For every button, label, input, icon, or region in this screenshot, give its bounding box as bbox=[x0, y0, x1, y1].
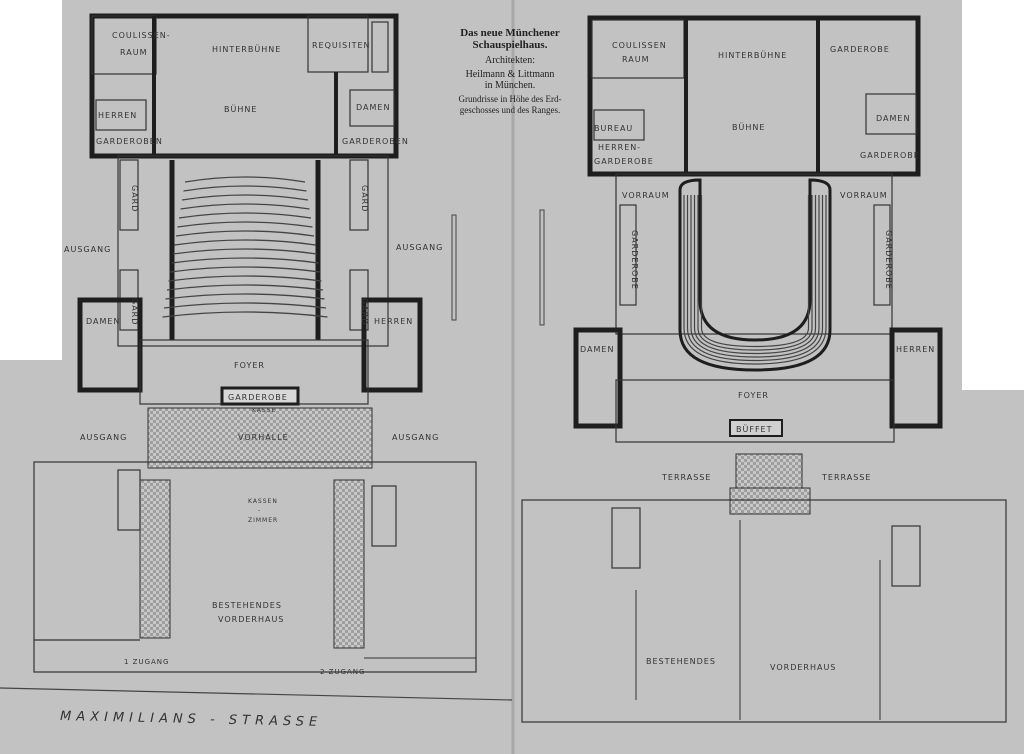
label-bureau: BUREAU bbox=[594, 124, 633, 133]
label-kasse: KASSE bbox=[252, 407, 276, 414]
seat-row bbox=[162, 311, 328, 318]
seating-rows bbox=[162, 176, 328, 318]
seat-row bbox=[174, 239, 316, 246]
label-garderobe: GARDEROBE bbox=[228, 393, 288, 402]
label-vorderhaus: VORDERHAUS bbox=[770, 663, 836, 672]
label-zugang-1: 1 ZUGANG bbox=[124, 658, 169, 666]
seat-row bbox=[178, 212, 312, 219]
label-dash: - bbox=[258, 507, 261, 514]
seat-row bbox=[169, 266, 321, 273]
label-garderobe-left: GARDEROBE bbox=[594, 157, 654, 166]
label-garderoben-left: GARDEROBEN bbox=[96, 137, 163, 146]
label-ausgang: AUSGANG bbox=[80, 433, 127, 442]
balcony-row bbox=[700, 195, 810, 348]
label-ausgang: AUSGANG bbox=[64, 245, 111, 254]
balcony-seating bbox=[683, 195, 827, 365]
existing-front-house bbox=[33, 461, 477, 673]
label-kassen: KASSEN bbox=[248, 498, 278, 505]
seat-row bbox=[172, 248, 318, 255]
caption-architects: Heilmann & Littmann bbox=[466, 69, 555, 80]
caption-desc-1: Grundrisse in Höhe des Erd- bbox=[459, 94, 562, 104]
label-coulissen: COULISSEN bbox=[612, 41, 667, 50]
balcony-row bbox=[693, 195, 817, 355]
seat-row bbox=[163, 302, 327, 309]
label-vorhalle: VORHALLE bbox=[238, 433, 289, 442]
label-damen-top: DAMEN bbox=[356, 103, 390, 112]
label-ausgang: AUSGANG bbox=[392, 433, 439, 442]
seat-row bbox=[171, 257, 319, 264]
label-terrasse: TERRASSE bbox=[821, 473, 871, 482]
label-vorraum: VORRAUM bbox=[840, 191, 888, 200]
seat-row bbox=[180, 203, 310, 210]
label-vorderhaus: VORDERHAUS bbox=[218, 615, 284, 624]
label-herren-side: HERREN bbox=[374, 317, 413, 326]
label-foyer: FOYER bbox=[738, 391, 769, 400]
seat-row bbox=[166, 284, 324, 291]
label-bestehendes: BESTEHENDES bbox=[212, 601, 282, 610]
label-gard: GARD bbox=[360, 298, 369, 325]
label-raum: RAUM bbox=[622, 55, 649, 64]
label-requisiten: REQUISITEN bbox=[312, 41, 371, 50]
caption-title-1: Das neue Münchener bbox=[460, 27, 560, 39]
balcony-row bbox=[697, 195, 813, 351]
label-street: MAXIMILIANS - STRASSE bbox=[60, 709, 322, 730]
label-bestehendes: BESTEHENDES bbox=[646, 657, 716, 666]
label-herren: HERREN- bbox=[598, 143, 641, 152]
existing-front-house-upper bbox=[521, 499, 1007, 723]
caption-desc-2: geschosses und des Ranges. bbox=[460, 105, 561, 115]
ground-floor-plan bbox=[0, 13, 513, 701]
label-gard: GARD bbox=[360, 185, 369, 212]
label-garderobe-side: GARDEROBE bbox=[884, 230, 893, 290]
balcony-row bbox=[690, 195, 820, 358]
seat-row bbox=[165, 293, 325, 300]
label-damen-top: DAMEN bbox=[876, 114, 910, 123]
label-coulissen: COULISSEN- bbox=[112, 31, 171, 40]
label-zimmer: ZIMMER bbox=[248, 517, 278, 524]
caption-title-2: Schauspielhaus. bbox=[473, 39, 548, 51]
seat-row bbox=[168, 275, 322, 282]
caption-architects-label: Architekten: bbox=[485, 55, 535, 66]
seat-row bbox=[175, 230, 315, 237]
label-foyer: FOYER bbox=[234, 361, 265, 370]
label-herren: HERREN bbox=[98, 111, 137, 120]
caption-location: in München. bbox=[485, 80, 536, 91]
label-ausgang: AUSGANG bbox=[396, 243, 443, 252]
label-damen: DAMEN bbox=[86, 317, 120, 326]
caption: Das neue Münchener Schauspielhaus. Archi… bbox=[459, 27, 562, 115]
label-hinterbuehne: HINTERBÜHNE bbox=[718, 50, 787, 60]
scale-bars bbox=[451, 209, 545, 326]
balcony-row bbox=[683, 195, 827, 365]
label-zugang-2: 2 ZUGANG bbox=[320, 668, 365, 676]
label-garderobe-right: GARDEROBE bbox=[860, 151, 920, 160]
label-buehne: BÜHNE bbox=[224, 104, 257, 114]
label-herren-side: HERREN bbox=[896, 345, 935, 354]
label-buehne: BÜHNE bbox=[732, 122, 765, 132]
ground-floor-labels: COULISSEN- RAUM HINTERBÜHNE REQUISITEN B… bbox=[60, 31, 443, 730]
upper-floor-labels: COULISSEN RAUM HINTERBÜHNE GARDEROBE BUR… bbox=[580, 41, 935, 672]
label-bueffet: BÜFFET bbox=[736, 424, 773, 434]
label-gard: GARD bbox=[130, 298, 139, 325]
seat-row bbox=[184, 176, 306, 183]
label-hinterbuehne: HINTERBÜHNE bbox=[212, 44, 281, 54]
seat-row bbox=[181, 194, 309, 201]
label-vorraum: VORRAUM bbox=[622, 191, 670, 200]
label-raum: RAUM bbox=[120, 48, 147, 57]
label-damen: DAMEN bbox=[580, 345, 614, 354]
balcony-row bbox=[686, 195, 824, 362]
seat-row bbox=[183, 185, 307, 192]
seat-row bbox=[177, 221, 313, 228]
label-gard: GARD bbox=[130, 185, 139, 212]
label-terrasse: TERRASSE bbox=[661, 473, 711, 482]
upper-floor-plan bbox=[521, 15, 1007, 723]
label-garderoben-right: GARDEROBEN bbox=[342, 137, 409, 146]
label-garderobe-side: GARDEROBE bbox=[630, 230, 639, 290]
label-garderobe-top: GARDEROBE bbox=[830, 45, 890, 54]
